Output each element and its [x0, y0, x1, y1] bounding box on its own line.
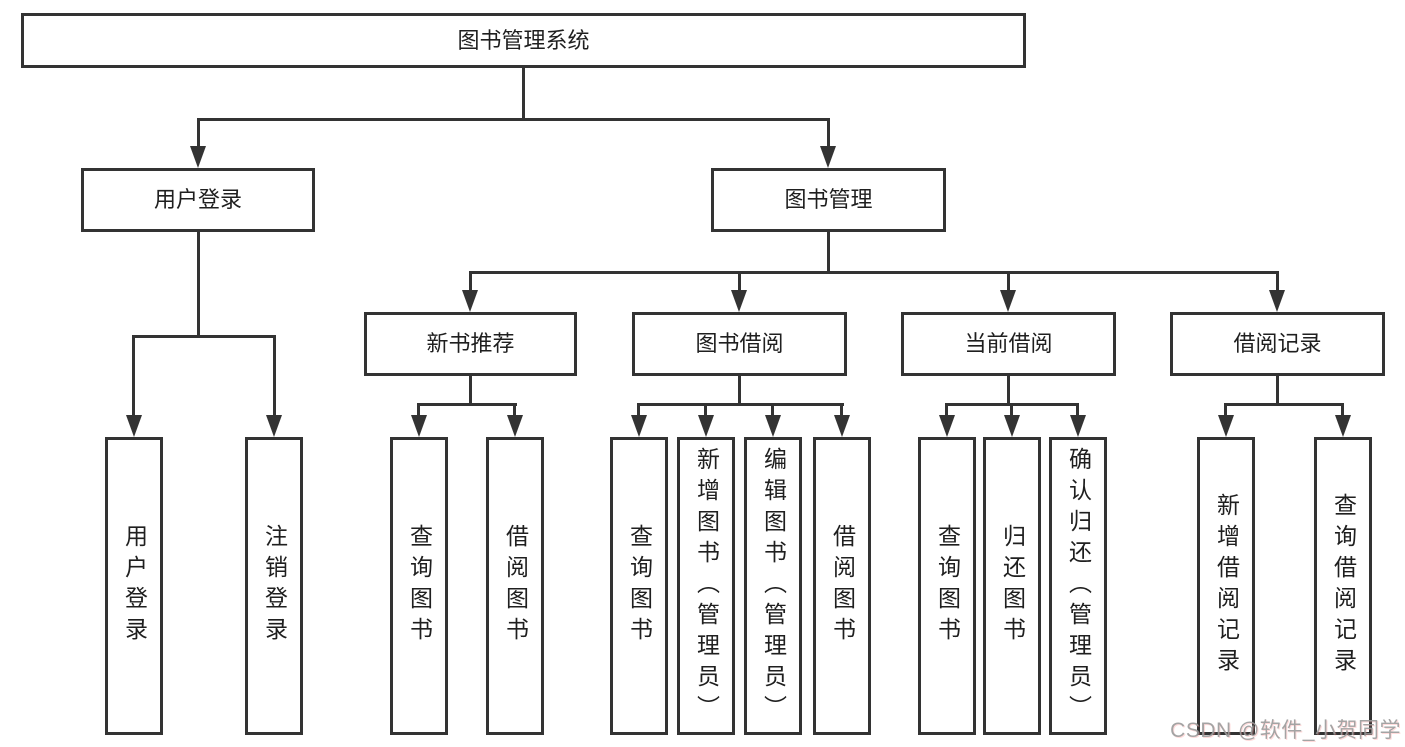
connector-line [417, 403, 420, 417]
csdn-watermark: CSDN @软件_小贺同学 [1170, 719, 1401, 742]
connector-line [197, 232, 200, 338]
node-label: 新增借阅记录 [1213, 493, 1240, 679]
arrow-down-icon [462, 290, 478, 312]
connector-line [513, 403, 516, 417]
node-label: 归还图书 [999, 524, 1026, 648]
connector-line [522, 68, 525, 118]
leaf-borrow-books-recommend: 借阅图书 [486, 437, 544, 735]
connector-line [469, 271, 472, 291]
node-label: 查询图书 [626, 524, 653, 648]
connector-line [469, 271, 1279, 274]
connector-line [417, 403, 517, 406]
connector-line [637, 403, 640, 417]
connector-line [1224, 403, 1344, 406]
leaf-user-login: 用户登录 [105, 437, 163, 735]
leaf-add-borrow-record: 新增借阅记录 [1197, 437, 1255, 735]
connector-line [469, 376, 472, 406]
arrow-down-icon [411, 415, 427, 437]
connector-line [771, 403, 774, 417]
node-label: 查询图书 [406, 524, 433, 648]
node-new-book-recommend: 新书推荐 [364, 312, 577, 376]
arrow-down-icon [507, 415, 523, 437]
connector-line [637, 403, 844, 406]
node-borrowing-records: 借阅记录 [1170, 312, 1385, 376]
leaf-logout: 注销登录 [245, 437, 303, 735]
connector-line [738, 376, 741, 406]
arrow-down-icon [126, 415, 142, 437]
arrow-down-icon [266, 415, 282, 437]
arrow-down-icon [939, 415, 955, 437]
connector-line [197, 118, 200, 148]
node-book-borrowing: 图书借阅 [632, 312, 847, 376]
connector-line [1007, 271, 1010, 291]
node-label: 用户登录 [121, 524, 148, 648]
arrow-down-icon [765, 415, 781, 437]
node-label: 用户登录 [153, 187, 242, 212]
node-label: 借阅记录 [1233, 331, 1322, 356]
node-label: 当前借阅 [964, 331, 1053, 356]
leaf-query-books-current: 查询图书 [918, 437, 976, 735]
connector-line [132, 335, 276, 338]
connector-line [132, 335, 135, 417]
node-label: 注销登录 [261, 524, 288, 648]
connector-line [197, 118, 830, 121]
connector-line [1276, 376, 1279, 406]
arrow-down-icon [631, 415, 647, 437]
arrow-down-icon [1000, 290, 1016, 312]
connector-line [1076, 403, 1079, 417]
arrow-down-icon [1269, 290, 1285, 312]
leaf-borrow-books-borrowing: 借阅图书 [813, 437, 871, 735]
leaf-query-borrow-record: 查询借阅记录 [1314, 437, 1372, 735]
connector-line [738, 271, 741, 291]
node-label: 新书推荐 [426, 331, 515, 356]
connector-line [1276, 271, 1279, 291]
node-root: 图书管理系统 [21, 13, 1026, 68]
node-current-borrowing: 当前借阅 [901, 312, 1116, 376]
leaf-query-books-borrowing: 查询图书 [610, 437, 668, 735]
node-label: 图书借阅 [695, 331, 784, 356]
connector-line [827, 118, 830, 148]
leaf-query-books-recommend: 查询图书 [390, 437, 448, 735]
connector-line [827, 232, 830, 274]
connector-line [1224, 403, 1227, 417]
node-label: 图书管理系统 [457, 27, 590, 53]
connector-line [704, 403, 707, 417]
arrow-down-icon [820, 146, 836, 168]
node-label: 编辑图书（管理员） [760, 446, 787, 726]
arrow-down-icon [1335, 415, 1351, 437]
leaf-edit-book-admin: 编辑图书（管理员） [744, 437, 802, 735]
leaf-confirm-return-admin: 确认归还（管理员） [1049, 437, 1107, 735]
node-user-login: 用户登录 [81, 168, 315, 232]
arrow-down-icon [1218, 415, 1234, 437]
arrow-down-icon [190, 146, 206, 168]
node-label: 查询图书 [934, 524, 961, 648]
connector-line [945, 403, 948, 417]
node-label: 借阅图书 [829, 524, 856, 648]
node-label: 图书管理 [784, 187, 873, 212]
leaf-return-books: 归还图书 [983, 437, 1041, 735]
node-label: 借阅图书 [502, 524, 529, 648]
arrow-down-icon [698, 415, 714, 437]
node-label: 查询借阅记录 [1330, 493, 1357, 679]
arrow-down-icon [1070, 415, 1086, 437]
connector-line [273, 335, 276, 417]
connector-line [1010, 403, 1013, 417]
arrow-down-icon [1004, 415, 1020, 437]
node-label: 新增图书（管理员） [693, 446, 720, 726]
leaf-add-book-admin: 新增图书（管理员） [677, 437, 735, 735]
node-book-management: 图书管理 [711, 168, 946, 232]
node-label: 确认归还（管理员） [1065, 446, 1092, 726]
arrow-down-icon [834, 415, 850, 437]
connector-line [1007, 376, 1010, 406]
connector-line [840, 403, 843, 417]
arrow-down-icon [731, 290, 747, 312]
connector-line [1341, 403, 1344, 417]
